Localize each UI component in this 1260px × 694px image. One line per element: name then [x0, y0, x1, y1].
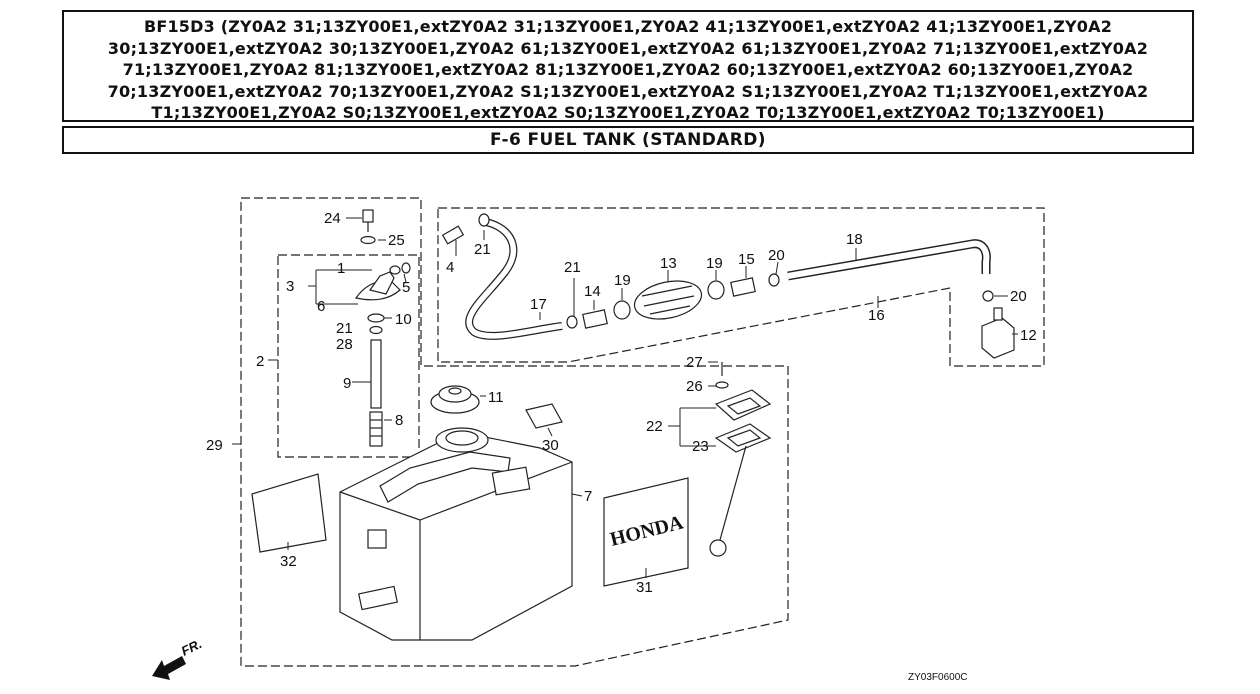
assembly-29-boundary [240, 197, 789, 667]
callout-9: 9 [343, 375, 351, 392]
callout-21-left: 21 [336, 320, 353, 337]
callout-18: 18 [846, 231, 863, 248]
callout-14: 14 [584, 283, 601, 300]
part-5-o-ring [401, 262, 411, 274]
callout-28: 28 [336, 336, 353, 353]
gauge-float-arm [709, 445, 747, 557]
part-21-clip-mid [566, 315, 578, 329]
front-arrow-icon [152, 656, 186, 680]
part-20-clip-far [982, 290, 994, 302]
part-20-clip-right [768, 273, 780, 287]
part-7-fuel-tank [339, 427, 573, 641]
callout-31: 31 [636, 579, 653, 596]
callout-5: 5 [402, 279, 410, 296]
callout-11: 11 [488, 389, 504, 406]
callout-1: 1 [337, 260, 345, 277]
callout-23: 23 [692, 438, 709, 455]
part-13-primer-bulb [633, 280, 703, 320]
part-23-gasket [714, 423, 772, 453]
part-4-connector [441, 225, 465, 245]
callout-4: 4 [446, 259, 454, 276]
subassembly-2-boundary [277, 254, 420, 458]
fuel-line-boundary [437, 207, 1045, 367]
callout-2: 2 [256, 353, 264, 370]
part-22-fuel-gauge [714, 389, 772, 421]
part-21-clip-top [478, 213, 490, 227]
callout-16: 16 [868, 307, 885, 324]
callout-13: 13 [660, 255, 677, 272]
part-21-clip-left [369, 325, 383, 335]
callout-7: 7 [584, 488, 592, 505]
callout-30: 30 [542, 437, 559, 454]
part-8-strainer [369, 411, 383, 447]
callout-19-right: 19 [706, 255, 723, 272]
callout-24: 24 [324, 210, 341, 227]
part-19-check-valve-left [613, 300, 631, 320]
part-12-engine-connector [981, 307, 1015, 359]
callout-17: 17 [530, 296, 547, 313]
section-title: F-6 FUEL TANK (STANDARD) [62, 126, 1194, 154]
front-direction-marker: FR. [152, 636, 204, 680]
part-10-grommet [367, 313, 385, 323]
drawing-code: ZY03F0600C [908, 672, 967, 683]
callout-26: 26 [686, 378, 703, 395]
part-15-joint [730, 277, 756, 297]
part-31-decal [603, 477, 689, 587]
part-26-washer [715, 381, 729, 389]
part-11-tank-cap [430, 385, 480, 414]
callout-20-mid: 20 [768, 247, 785, 264]
part-17-fuel-hose [465, 218, 563, 340]
part-30-label [525, 403, 563, 429]
callout-27: 27 [686, 354, 703, 371]
callout-21-top: 21 [474, 241, 491, 258]
callout-21-mid: 21 [564, 259, 581, 276]
callout-3: 3 [286, 278, 294, 295]
front-marker-label: FR. [179, 636, 204, 659]
part-24-bolt [362, 209, 374, 232]
part-25-washer [360, 235, 376, 245]
callout-15: 15 [738, 251, 755, 268]
callout-8: 8 [395, 412, 403, 429]
callout-6: 6 [317, 298, 325, 315]
part-9-suction-pipe [370, 339, 382, 409]
callout-10: 10 [395, 311, 412, 328]
part-1-fuel-joint [354, 265, 401, 301]
callout-32: 32 [280, 553, 297, 570]
model-applicability-header: BF15D3 (ZY0A2 31;13ZY00E1,extZY0A2 31;13… [62, 10, 1194, 122]
callout-12: 12 [1020, 327, 1037, 344]
part-14-joint [582, 309, 608, 329]
callout-25: 25 [388, 232, 405, 249]
callout-20-far: 20 [1010, 288, 1027, 305]
part-32-pad [251, 473, 327, 553]
part-19-check-valve-right [707, 280, 725, 300]
callout-22: 22 [646, 418, 663, 435]
leader-lines [232, 217, 1018, 578]
callout-labels: 24 25 1 3 5 6 21 10 28 2 9 8 29 11 30 7 … [206, 210, 1037, 596]
callout-19-left: 19 [614, 272, 631, 289]
callout-29: 29 [206, 437, 223, 454]
